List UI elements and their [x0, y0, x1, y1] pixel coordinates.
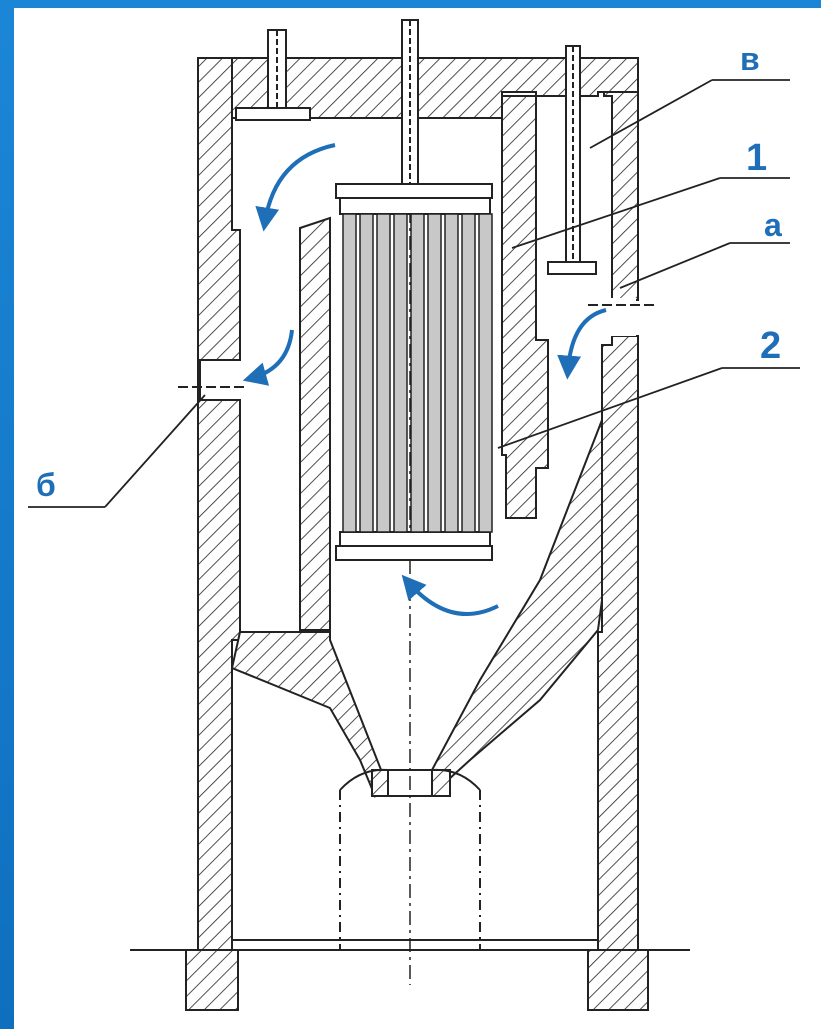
- port-a: [588, 298, 656, 336]
- flow-arrow-left-out: [242, 329, 294, 386]
- fuel-rod: [342, 213, 357, 533]
- label-1: 1: [746, 137, 767, 179]
- flow-arrow-right-down: [557, 308, 607, 380]
- fuel-rod: [478, 213, 493, 533]
- fuel-rod: [444, 213, 459, 533]
- leader-lines: [28, 79, 800, 508]
- bottom-throat: [339, 768, 481, 950]
- label-a: а: [764, 207, 782, 243]
- fuel-rod: [359, 213, 374, 533]
- leader-1: [511, 177, 721, 249]
- flow-arrow-top-left: [255, 143, 336, 232]
- left-control-drive: [235, 29, 311, 121]
- leader-2: [497, 367, 723, 449]
- fuel-rod: [461, 213, 476, 533]
- fuel-rod: [427, 213, 442, 533]
- leader-b: [104, 394, 206, 508]
- flow-arrow-bottom: [401, 574, 499, 616]
- fuel-rod: [376, 213, 391, 533]
- leader-a: [619, 242, 731, 289]
- reactor-core: [335, 183, 493, 561]
- leader-v: [589, 79, 713, 149]
- label-b: б: [36, 467, 56, 503]
- flow-arrows: [242, 143, 607, 616]
- fuel-rod: [393, 213, 408, 533]
- port-b: [178, 362, 248, 398]
- fuel-rods: [342, 213, 493, 533]
- right-control-drive: [547, 45, 597, 275]
- center-control-drive: [401, 19, 419, 186]
- reactor-walls: [185, 57, 649, 1011]
- label-2: 2: [760, 325, 781, 367]
- label-v: в: [740, 41, 760, 77]
- fuel-rod: [410, 213, 425, 533]
